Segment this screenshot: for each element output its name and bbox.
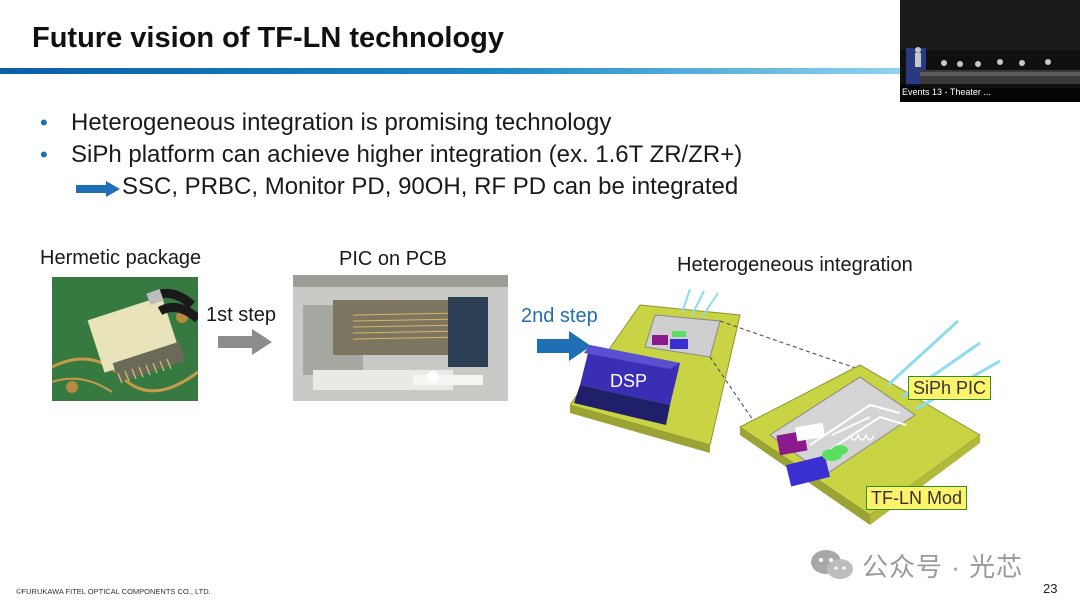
sub-point-text: SSC, PRBC, Monitor PD, 90OH, RF PD can b… — [122, 173, 739, 200]
title-underline — [0, 68, 900, 74]
right-arrow-icon — [76, 181, 120, 197]
bullet-2-text: SiPh platform can achieve higher integra… — [71, 141, 743, 168]
hermetic-package-photo — [52, 277, 198, 401]
tfln-mod-label: TF-LN Mod — [866, 486, 968, 510]
slide-title: Future vision of TF-LN technology — [32, 22, 505, 54]
dsp-label: DSP — [610, 371, 647, 391]
hermetic-package-caption: Hermetic package — [40, 247, 202, 269]
bullet-1: • Heterogeneous integration is promising … — [40, 109, 611, 137]
step-1-arrow-icon — [218, 329, 272, 355]
heterogeneous-integration-caption: Heterogeneous integration — [677, 254, 913, 276]
page-number: 23 — [1043, 581, 1058, 596]
video-title-label: Events 13 - Theater ... — [902, 87, 991, 97]
bullet-1-text: Heterogeneous integration is promising t… — [71, 109, 612, 136]
wechat-logo-icon — [811, 550, 853, 579]
step-2-arrow-icon — [537, 331, 591, 361]
siph-pic-label: SiPh PIC — [908, 376, 992, 400]
bullet-dot-icon: • — [40, 110, 48, 135]
copyright-footer: ©FURUKAWA FITEL OPTICAL COMPONENTS CO., … — [16, 587, 211, 596]
bullet-dot-icon: • — [40, 142, 48, 167]
watermark-text: 公众号 · 光芯 — [862, 552, 1024, 582]
step-1-label: 1st step — [206, 304, 277, 326]
step-2-label: 2nd step — [521, 305, 598, 327]
bullet-2: • SiPh platform can achieve higher integr… — [40, 141, 742, 169]
pic-on-pcb-photo — [293, 275, 508, 401]
speaker-video-thumbnail[interactable] — [900, 0, 1080, 102]
pic-on-pcb-caption: PIC on PCB — [339, 248, 447, 270]
